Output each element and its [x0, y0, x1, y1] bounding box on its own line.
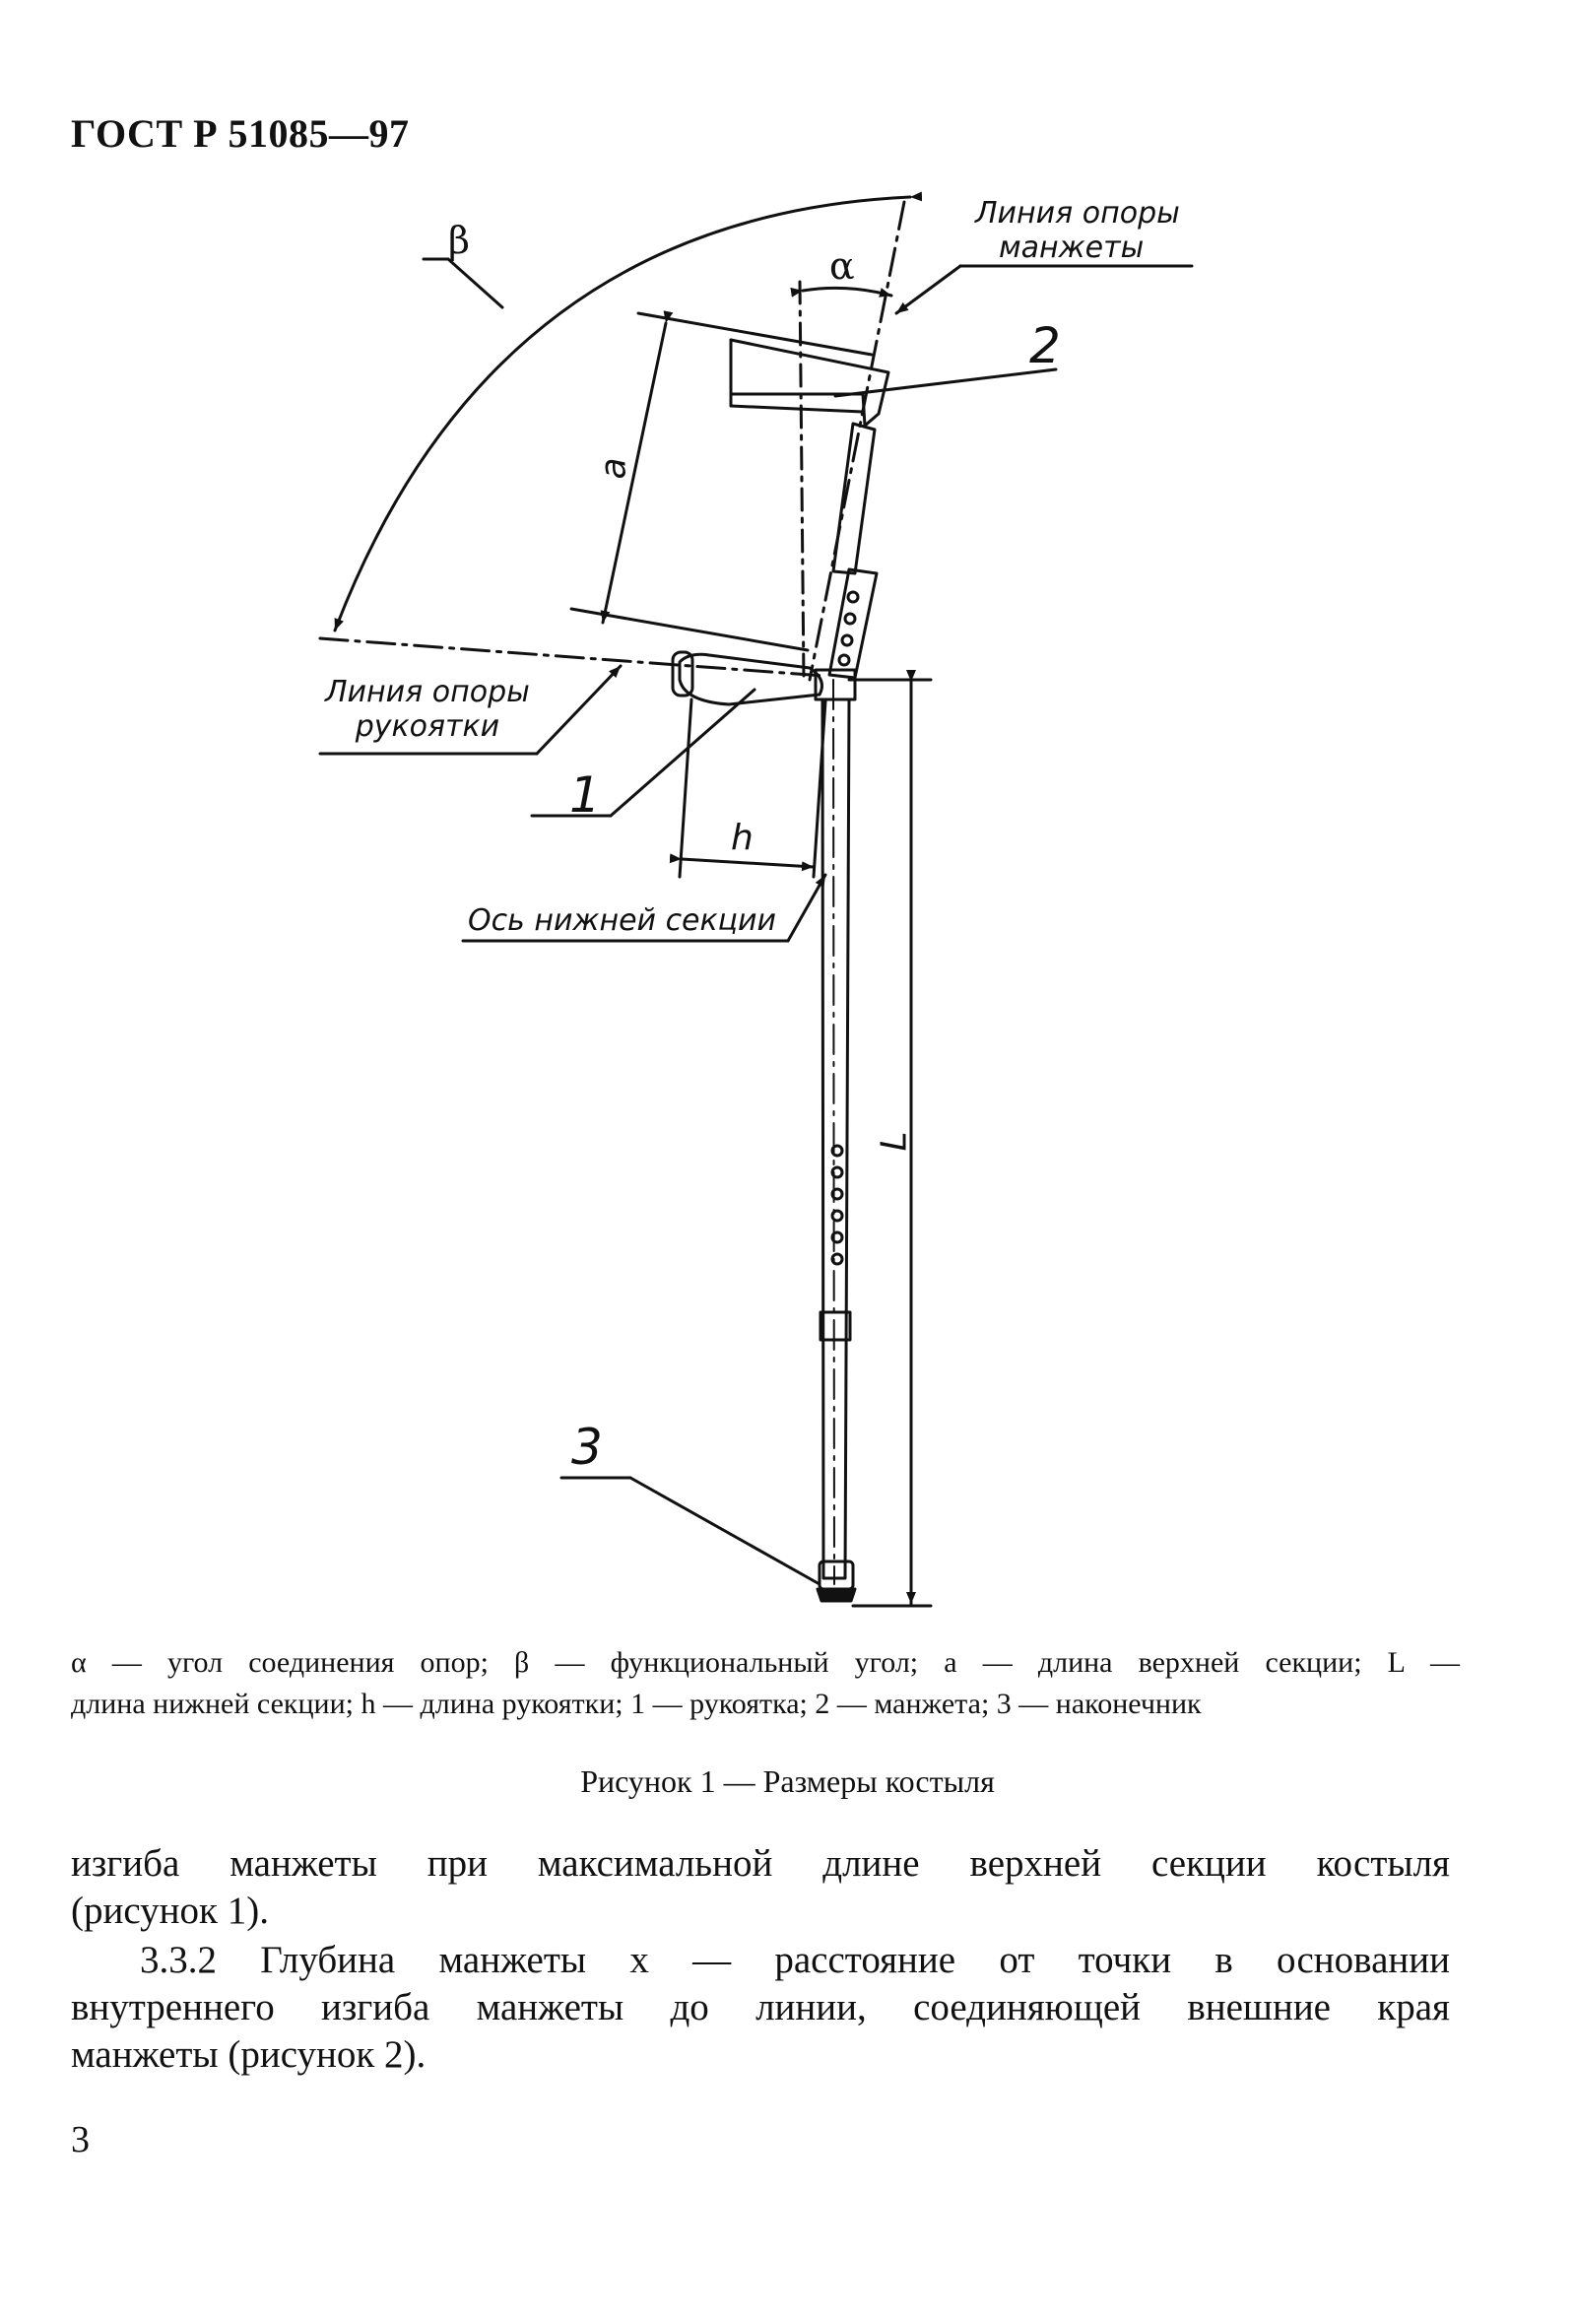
paragraph-2-line2: внутреннего изгиба манжеты до линии, сое…	[71, 1986, 1450, 2028]
cuff-support-label-line1: Линия опоры	[975, 196, 1180, 231]
dim-L-label: L	[874, 1131, 915, 1152]
handle-support-label-line1: Линия опоры	[325, 675, 530, 709]
lower-axis-label: Ось нижней секции	[468, 903, 777, 938]
number-3-label: 3	[571, 1419, 603, 1476]
cuff-support-line	[808, 200, 906, 682]
figure-legend-line2: длина нижней секции; h — длина рукоятки;…	[71, 1688, 1202, 1720]
dim-h-ext-right	[812, 699, 827, 879]
paragraph-2-line3: манжеты (рисунок 2).	[71, 2033, 427, 2076]
beta-label: β	[448, 219, 470, 262]
crutch-dimensions-figure: β α Линия опоры манжеты Линия опоры руко…	[318, 191, 1194, 1608]
cuff-support-label-line2: манжеты	[999, 230, 1145, 265]
handle-cap	[671, 650, 694, 697]
figure-legend-line1: α — угол соединения опор; β — функционал…	[71, 1646, 1460, 1679]
dim-a-line	[600, 310, 674, 625]
figure-caption: Рисунок 1 — Размеры костыля	[580, 1763, 995, 1799]
lower-clamp	[819, 1310, 852, 1342]
lower-axis	[832, 679, 835, 1585]
number-2-label: 2	[1029, 317, 1061, 374]
cuff-support-label: Линия опоры манжеты	[975, 196, 1180, 265]
paragraph-1-line2: (рисунок 1).	[71, 1890, 269, 1932]
paragraph-2-line1: 3.3.2 Глубина манжеты x — расстояние от …	[140, 1939, 1450, 1981]
dim-a-ext-top	[636, 311, 874, 357]
document-header: ГОСТ Р 51085—97	[71, 111, 410, 156]
alpha-extension	[798, 280, 806, 682]
dim-a-label: a	[593, 457, 634, 480]
paragraph-1-line1: изгиба манжеты при максимальной длине ве…	[71, 1842, 1450, 1885]
alpha-arc	[790, 286, 893, 298]
dim-h-line	[669, 853, 816, 872]
dim-a-ext-bottom	[569, 607, 810, 652]
handle-label-leader	[535, 664, 623, 756]
beta-arc	[333, 191, 923, 632]
handle-support-label: Линия опоры рукоятки	[325, 675, 530, 744]
page-number: 3	[71, 2119, 90, 2160]
crutch-drawing	[318, 191, 1194, 1608]
dim-h-ext-left	[678, 697, 693, 879]
dim-h-label: h	[731, 818, 754, 858]
handle	[678, 652, 823, 706]
handle-support-label-line2: рукоятки	[355, 708, 500, 744]
beta-leader	[446, 257, 504, 309]
num2-leader	[833, 367, 1058, 398]
cuff-label-leader	[894, 264, 962, 315]
upper-section	[831, 422, 877, 575]
handle-support-line	[318, 636, 825, 678]
alpha-label: α	[829, 244, 855, 288]
lower-section	[820, 697, 851, 1580]
number-1-label: 1	[569, 766, 601, 824]
